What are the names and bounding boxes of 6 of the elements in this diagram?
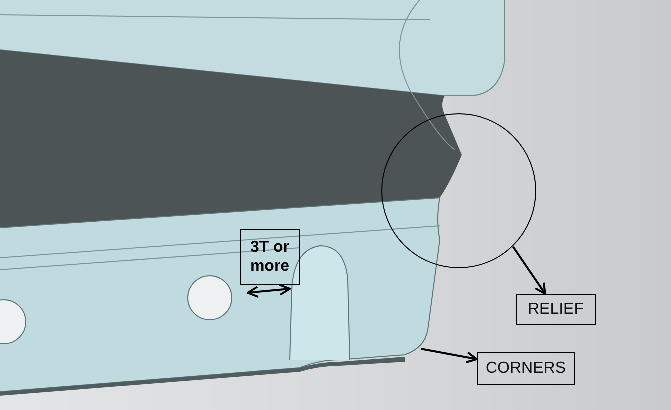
callout-label: CORNERS <box>477 352 575 385</box>
leader-line <box>512 246 546 295</box>
dimension-label: 3T or more <box>240 229 300 285</box>
relief-circle <box>381 113 537 269</box>
callout-label: RELIEF <box>516 294 596 325</box>
leader-line <box>420 348 478 364</box>
